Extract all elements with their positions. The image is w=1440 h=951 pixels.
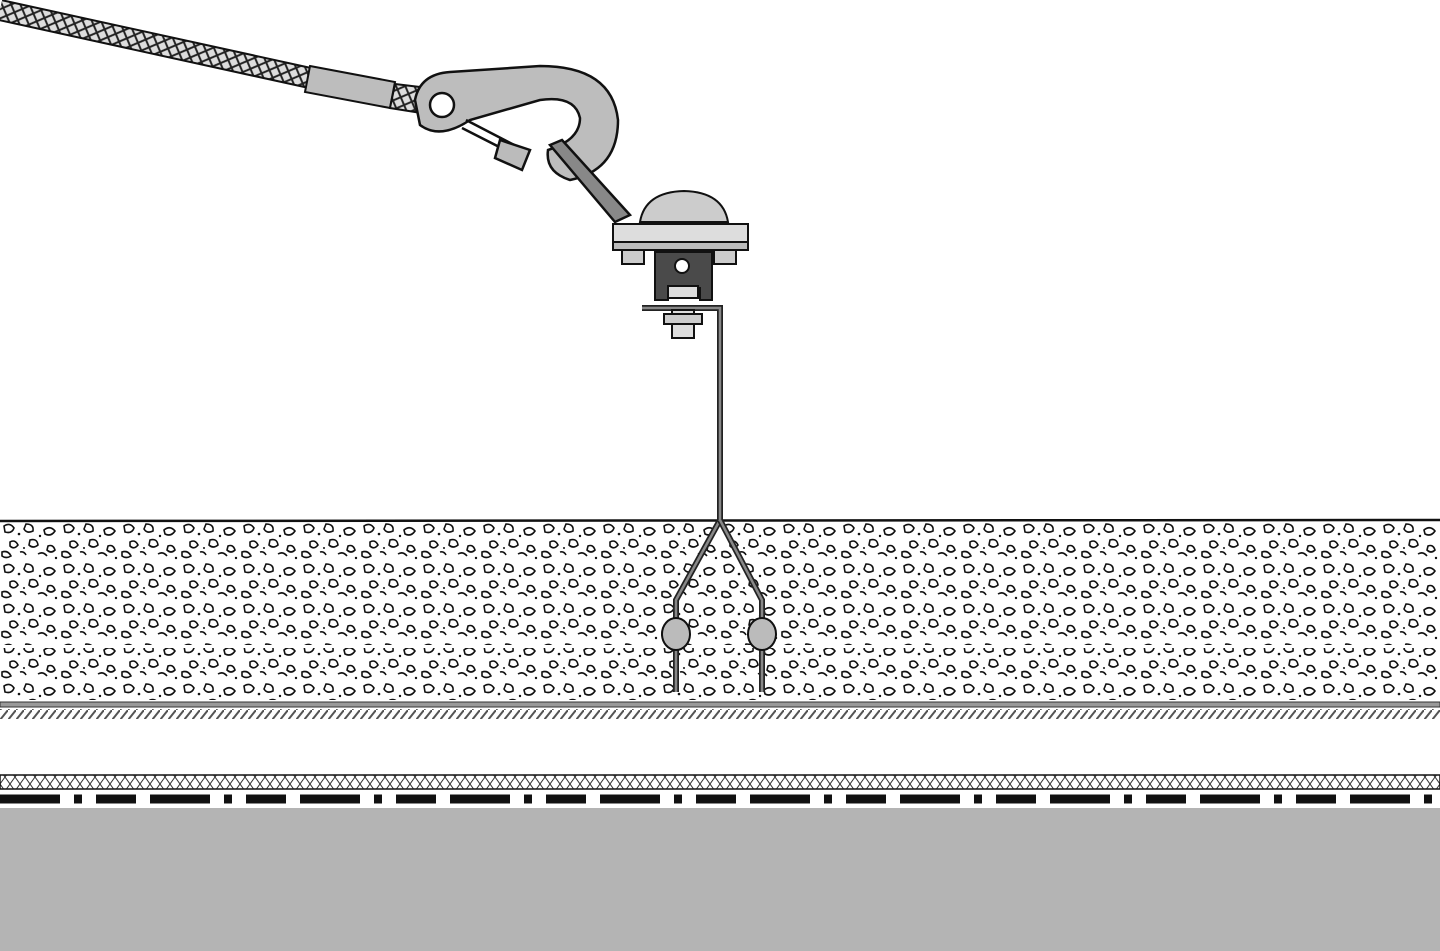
anchor-post <box>612 189 749 339</box>
clamp-bolts <box>661 617 777 651</box>
substrate-layer <box>0 521 1440 645</box>
snap-hook <box>413 64 633 224</box>
base-plate <box>0 701 1440 708</box>
protection-fleece <box>0 774 1440 790</box>
root-barrier-layer <box>0 793 1440 805</box>
grid-substrate <box>0 648 1440 700</box>
safety-rope <box>0 0 447 118</box>
filter-layer <box>0 709 1440 719</box>
concrete-deck <box>0 808 1440 951</box>
